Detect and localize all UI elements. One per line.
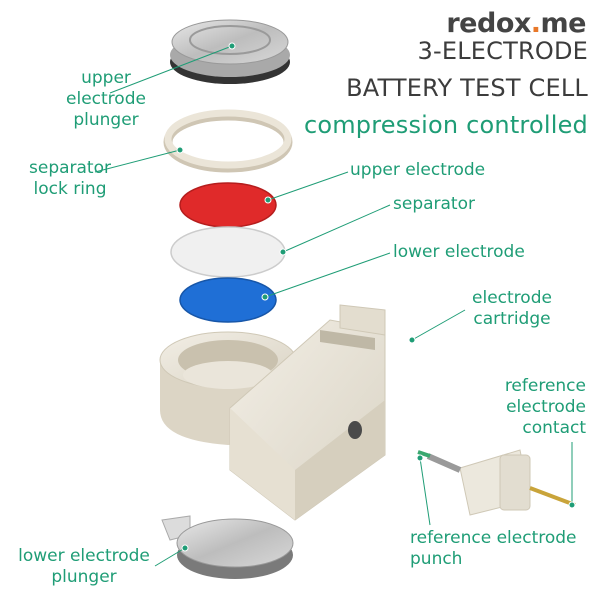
lower-electrode-plunger — [161, 515, 294, 579]
label-reference-electrode-punch: reference electrode punch — [410, 528, 577, 569]
separator-lock-ring — [163, 109, 293, 173]
upper-electrode-disk — [179, 182, 277, 228]
label-separator: separator — [393, 194, 475, 214]
label-separator-lock-ring: separator lock ring — [29, 158, 111, 199]
reference-electrode-assembly — [417, 449, 576, 516]
separator-disk — [170, 226, 286, 278]
brand-logo: redox.me — [446, 8, 586, 39]
title-line-3: compression controlled — [303, 111, 588, 139]
upper-electrode-plunger — [170, 19, 290, 84]
label-upper-electrode-plunger: upper electrode plunger — [66, 68, 146, 130]
label-upper-electrode: upper electrode — [350, 160, 486, 180]
title-line-1: 3-ELECTRODE — [417, 37, 588, 65]
label-lower-electrode-plunger: lower electrode plunger — [18, 546, 150, 587]
label-lower-electrode: lower electrode — [393, 242, 525, 262]
leader-dots — [176, 42, 576, 552]
title-line-2: BATTERY TEST CELL — [346, 74, 588, 102]
leader-lines — [94, 45, 573, 567]
electrode-cartridge — [159, 304, 386, 521]
lower-electrode-disk — [179, 277, 277, 323]
label-electrode-cartridge: electrode cartridge — [472, 288, 552, 329]
label-reference-electrode-contact: reference electrode contact — [504, 376, 586, 438]
